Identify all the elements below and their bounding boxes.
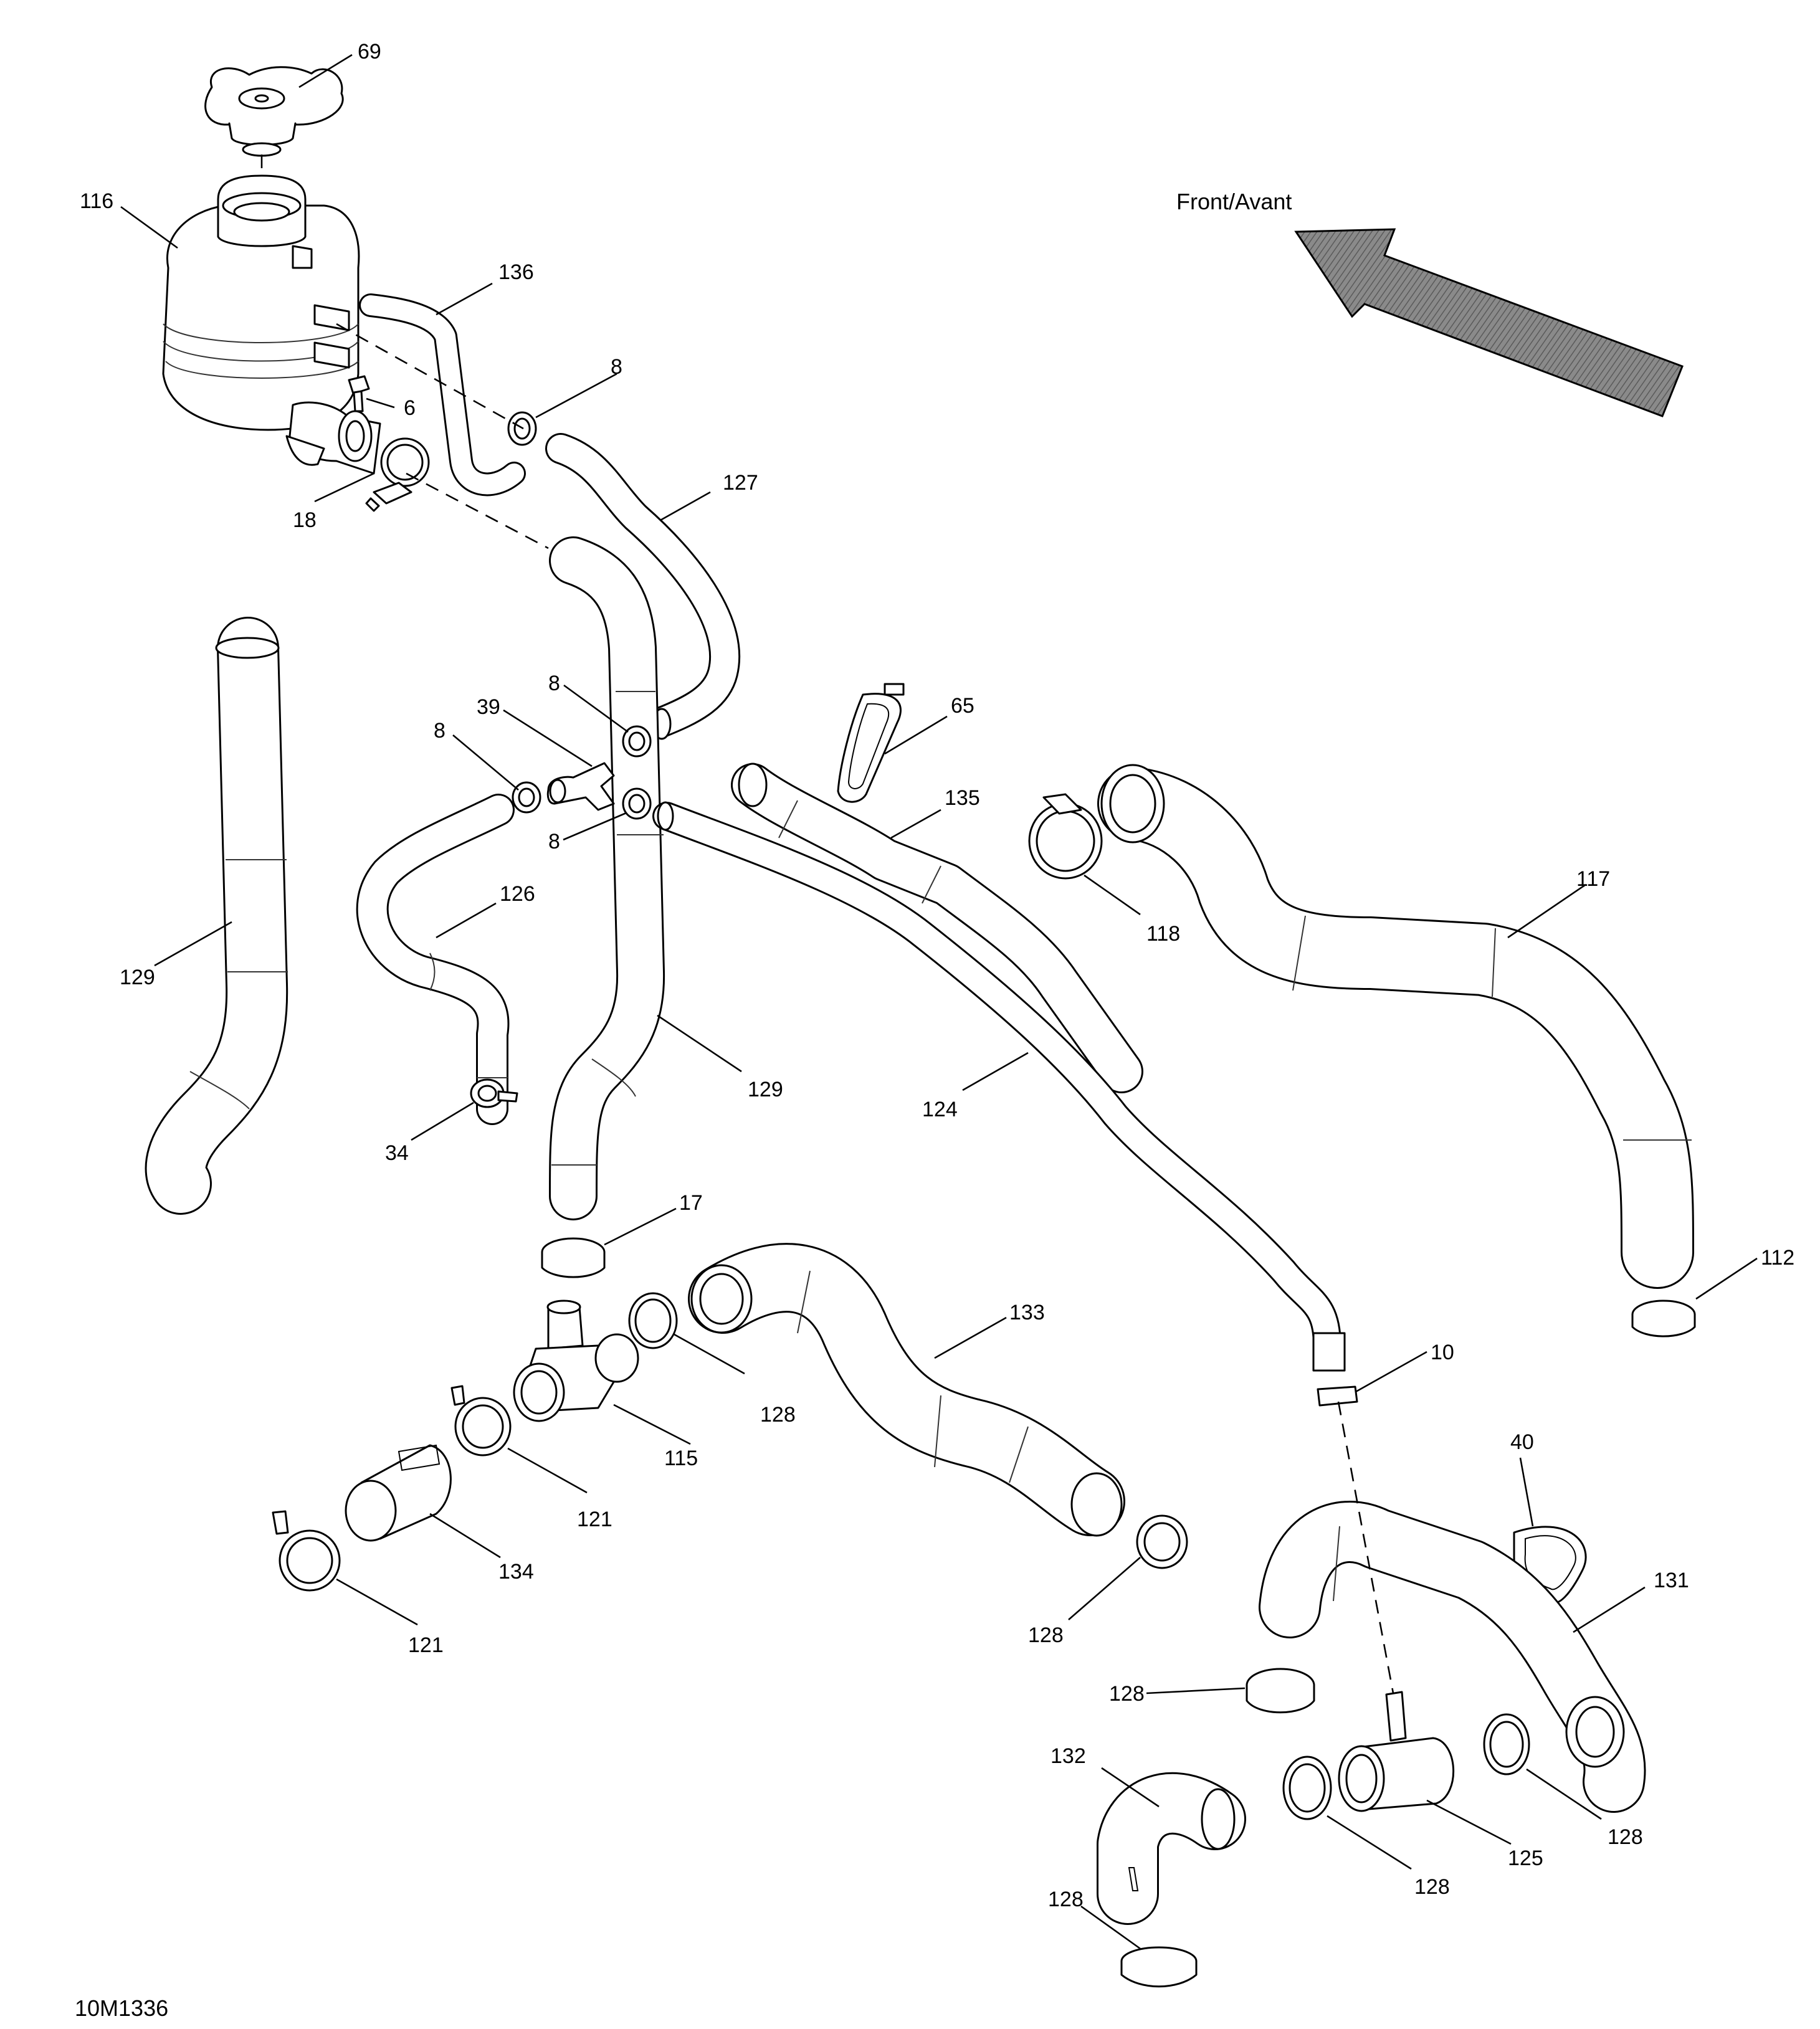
callout-6: 6 bbox=[404, 396, 416, 420]
hose-124 bbox=[652, 801, 1346, 1372]
callout-117: 117 bbox=[1576, 867, 1610, 891]
hose-132 bbox=[1097, 1772, 1246, 1925]
callout-40: 40 bbox=[1510, 1430, 1534, 1454]
hose-126 bbox=[356, 794, 515, 1125]
hose-129-left bbox=[145, 617, 288, 1215]
callout-128-e: 128 bbox=[1414, 1875, 1450, 1899]
callout-128-d: 128 bbox=[1608, 1825, 1643, 1849]
callout-129-center: 129 bbox=[748, 1078, 783, 1101]
clamp-128-f bbox=[1120, 1946, 1198, 1988]
clamp-8-b bbox=[512, 781, 541, 814]
callout-125: 125 bbox=[1508, 1846, 1543, 1870]
document-id: 10M1336 bbox=[75, 1995, 168, 2021]
hose-136 bbox=[359, 293, 526, 497]
callout-121-upper: 121 bbox=[577, 1508, 612, 1531]
callout-124: 124 bbox=[922, 1098, 958, 1121]
callout-126: 126 bbox=[500, 882, 535, 906]
callout-128-f: 128 bbox=[1048, 1888, 1084, 1911]
hose-134 bbox=[345, 1444, 452, 1542]
radiator-cap bbox=[204, 66, 344, 157]
callout-8-b: 8 bbox=[434, 719, 445, 743]
clamp-128-c bbox=[1246, 1668, 1315, 1714]
clamp-128-d bbox=[1483, 1713, 1530, 1775]
hose-65 bbox=[837, 683, 905, 803]
clamp-121-upper bbox=[450, 1385, 512, 1456]
callout-10: 10 bbox=[1431, 1341, 1454, 1364]
callout-129-left: 129 bbox=[120, 966, 155, 989]
callout-127: 127 bbox=[723, 471, 758, 495]
clamp-128-e bbox=[1282, 1756, 1332, 1820]
hose-129-center bbox=[549, 536, 665, 1220]
callout-18: 18 bbox=[293, 508, 317, 532]
callout-116: 116 bbox=[80, 189, 113, 213]
front-direction-label: Front/Avant bbox=[1176, 189, 1292, 214]
clamp-10 bbox=[1317, 1385, 1358, 1407]
callout-128-b: 128 bbox=[1028, 1623, 1064, 1647]
t-fitting-115 bbox=[513, 1300, 639, 1422]
callout-131: 131 bbox=[1654, 1569, 1689, 1592]
front-direction-arrow bbox=[1294, 228, 1684, 417]
callout-136: 136 bbox=[498, 260, 534, 284]
hose-133 bbox=[688, 1243, 1125, 1537]
t-fitting-125 bbox=[1338, 1691, 1455, 1812]
assembly-lines bbox=[260, 154, 1394, 1694]
callout-17: 17 bbox=[679, 1191, 703, 1215]
callout-8-a: 8 bbox=[548, 672, 560, 695]
clamp-8-a bbox=[622, 725, 652, 758]
hose-117 bbox=[1097, 764, 1694, 1289]
expansion-tank bbox=[162, 174, 381, 475]
callout-132: 132 bbox=[1051, 1744, 1086, 1768]
clamp-18 bbox=[365, 437, 430, 512]
clamp-17 bbox=[541, 1237, 606, 1278]
callout-135: 135 bbox=[945, 786, 980, 810]
callout-34: 34 bbox=[385, 1141, 409, 1165]
callout-133: 133 bbox=[1009, 1301, 1045, 1324]
callout-39: 39 bbox=[477, 695, 500, 719]
callout-115: 115 bbox=[664, 1447, 698, 1470]
callout-8-c: 8 bbox=[548, 830, 560, 853]
clamp-128-b bbox=[1136, 1514, 1188, 1569]
callout-labels: 69 116 136 8 6 18 127 39 8 8 8 65 135 11… bbox=[80, 40, 1794, 1911]
hose-131 bbox=[1259, 1501, 1646, 1813]
clamp-34 bbox=[470, 1078, 518, 1108]
callout-118: 118 bbox=[1146, 922, 1180, 946]
clamp-121-lower bbox=[272, 1510, 341, 1592]
callout-8-top: 8 bbox=[611, 355, 622, 379]
callout-69: 69 bbox=[358, 40, 381, 64]
callout-128-c: 128 bbox=[1109, 1682, 1145, 1706]
hose-135 bbox=[731, 763, 1143, 1093]
callout-112: 112 bbox=[1761, 1246, 1794, 1270]
callout-65: 65 bbox=[951, 694, 974, 718]
clamp-118 bbox=[1028, 793, 1103, 880]
callout-128-a: 128 bbox=[760, 1403, 796, 1427]
clamp-112 bbox=[1631, 1300, 1696, 1338]
clamp-128-a bbox=[628, 1292, 678, 1349]
screw-6 bbox=[348, 375, 370, 412]
leader-lines bbox=[120, 54, 1758, 1950]
callout-121-lower: 121 bbox=[408, 1633, 444, 1657]
clamp-8-c bbox=[622, 787, 652, 820]
t-fitting-39 bbox=[546, 762, 615, 811]
callout-134: 134 bbox=[498, 1560, 534, 1584]
